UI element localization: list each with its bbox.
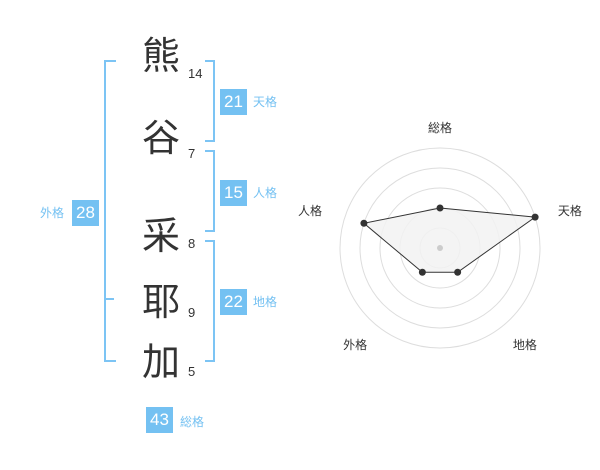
radar-center [437,245,443,251]
radar-point-1 [531,213,539,221]
name-character-5: 加 [141,340,180,384]
chikaku-label: 地格 [253,295,278,309]
gaikaku-bracket-tick [104,298,114,300]
stroke-count-3: 8 [188,236,196,251]
radar-point-0 [436,204,444,212]
radar-axis-label-3: 外格 [343,337,367,352]
name-character-4: 耶 [141,280,180,324]
stroke-count-2: 7 [188,146,196,161]
gaikaku-bracket [104,60,116,362]
radar-point-2 [454,268,462,276]
tenkaku-value-badge: 21 [220,89,247,115]
tenkaku-bracket [205,60,215,142]
radar-axis-label-0: 総格 [428,120,452,135]
radar-axis-label-2: 地格 [513,337,537,352]
stroke-count-1: 14 [188,66,203,81]
soukaku-value-badge: 43 [146,407,173,433]
name-character-2: 谷 [141,116,180,160]
gaikaku-value-badge: 28 [72,200,99,226]
radar-point-4 [360,219,368,227]
name-character-1: 熊 [141,34,180,78]
jinkaku-bracket [205,150,215,232]
radar-point-3 [418,268,426,276]
tenkaku-label: 天格 [253,95,278,109]
name-character-3: 采 [141,214,180,258]
jinkaku-value-badge: 15 [220,180,247,206]
radar-ring-4 [359,167,521,329]
jinkaku-label: 人格 [253,186,278,200]
chikaku-bracket [205,240,215,362]
radar-ring-5 [339,147,541,349]
radar-axis-label-4: 人格 [298,203,322,218]
stroke-count-5: 5 [188,364,196,379]
soukaku-label: 総格 [180,415,205,429]
radar-axis-label-1: 天格 [558,203,582,218]
stroke-count-4: 9 [188,305,196,320]
chikaku-value-badge: 22 [220,289,247,315]
radar-ring-3 [379,187,501,309]
radar-value-polygon [362,207,537,273]
gaikaku-label: 外格 [40,206,65,220]
radar-points [360,204,539,276]
